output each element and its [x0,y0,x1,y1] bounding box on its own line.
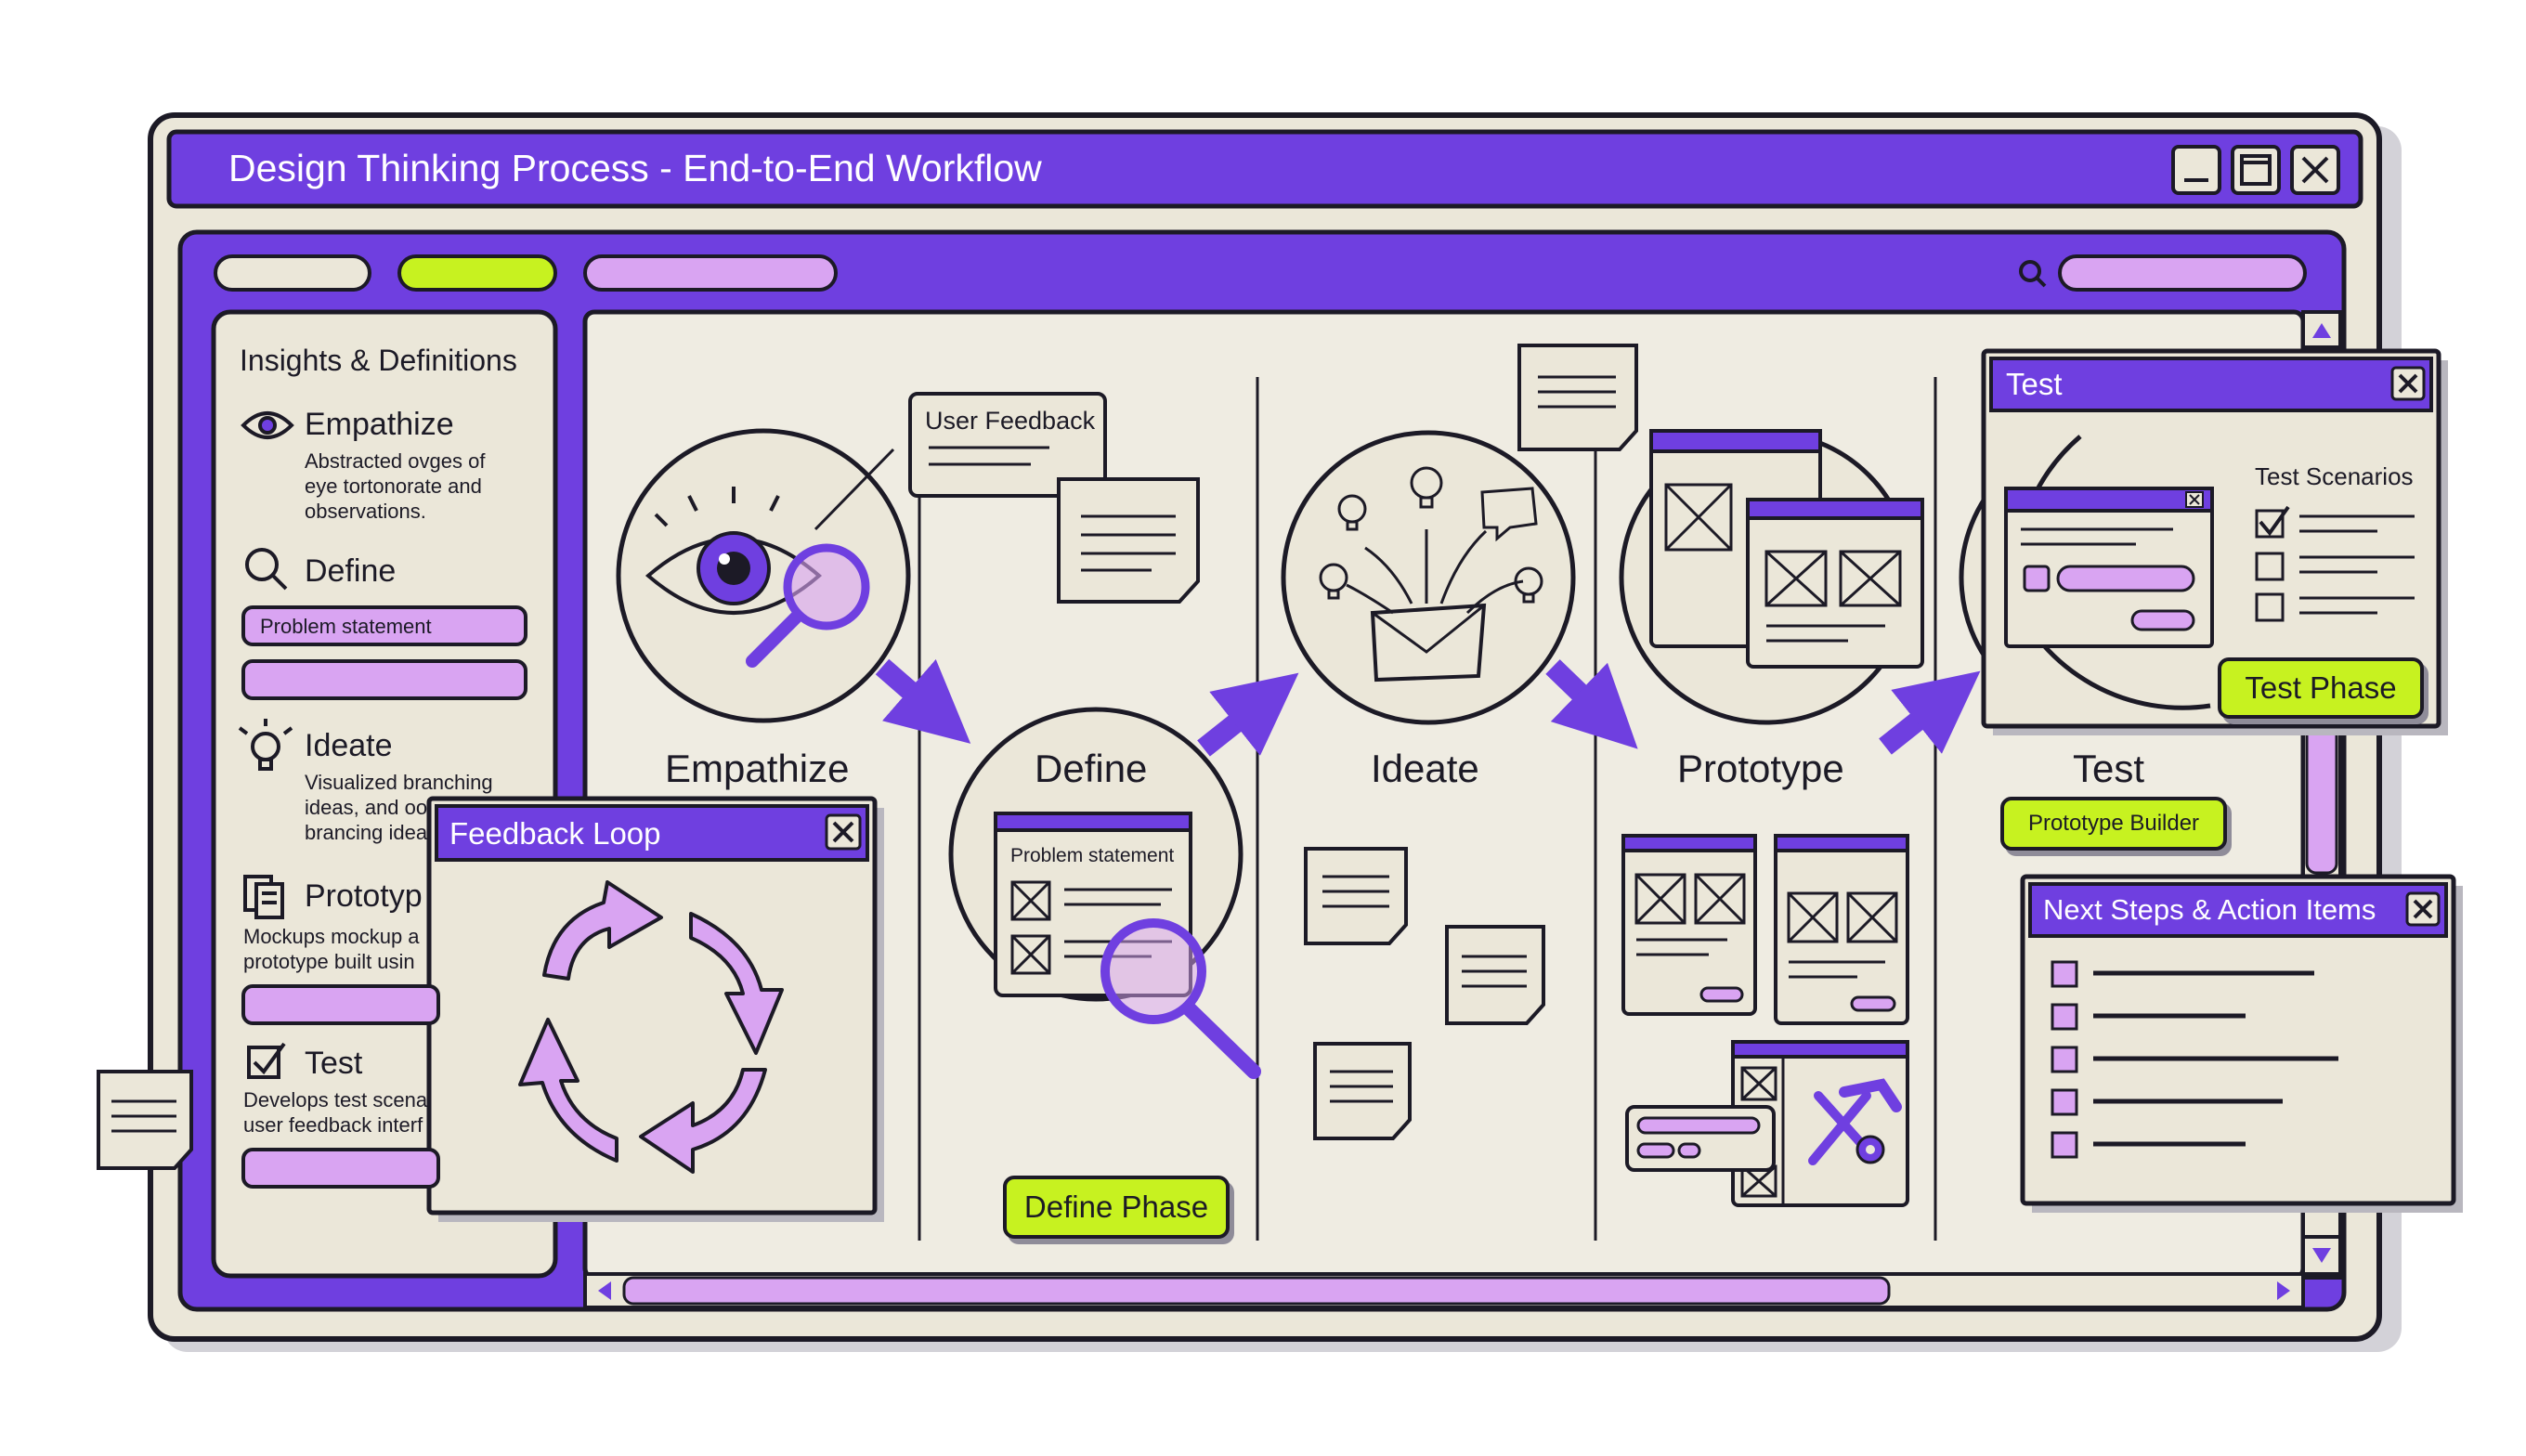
sidebar-desc: user feedback interf [243,1113,423,1137]
next-steps-close-button[interactable] [2407,893,2439,925]
sidebar-heading: Insights & Definitions [240,344,517,377]
sidebar-icons [238,411,294,1079]
maximize-button[interactable] [2233,147,2279,193]
toolbar-tab-1 [214,254,371,292]
sidebar-desc: Mockups mockup a [243,925,420,948]
toolbar-tab-1[interactable] [215,256,370,290]
sidebar-item-ideate[interactable]: Ideate [305,728,393,763]
sidebar-item-test[interactable]: Test [305,1046,363,1081]
window-controls [2171,145,2340,195]
stage-label-ideate: Ideate [1371,747,1479,790]
test-scenario-checkbox[interactable] [2257,511,2283,537]
action-item-checkboxes [2051,960,2338,1159]
title-bar [166,129,2363,209]
search-input[interactable] [2060,256,2305,290]
test-scenario-checkbox[interactable] [2257,594,2283,620]
sidebar-desc: observations. [305,500,426,523]
scroll-up-button[interactable] [2303,312,2340,347]
minimize-button[interactable] [2173,147,2220,193]
search-icon-shape [2019,260,2041,282]
toolbar-tab-2 [397,254,557,292]
sticky-notes [97,344,1638,1170]
prototype-builder-button[interactable]: Prototype Builder [2000,797,2227,851]
action-item-checkbox[interactable] [2052,1090,2077,1114]
next-steps-panel [2020,874,2456,1206]
stage-label-define: Define [1035,747,1148,790]
test-scenarios-label: Test Scenarios [2255,462,2414,490]
sidebar-desc: brancing idea [305,821,428,844]
scroll-down-button[interactable] [2303,1237,2340,1274]
feedback-loop-close-button[interactable] [827,815,860,849]
stage-label-prototype: Prototype [1677,747,1844,790]
sidebar-item-empathize[interactable]: Empathize [305,407,454,442]
horizontal-scroll-thumb[interactable] [624,1278,1889,1304]
action-item-checkbox[interactable] [2052,1005,2077,1029]
toolbar-tab-2[interactable] [399,256,555,290]
toolbar-tab-3 [583,254,838,292]
close-button[interactable] [2292,147,2338,193]
tools-icon [1808,1078,1902,1165]
action-item-checkbox[interactable] [2052,962,2077,986]
search-icon[interactable] [2017,258,2051,292]
user-feedback-note-label: User Feedback [925,407,1096,435]
test-phase-button[interactable]: Test Phase [2218,657,2424,719]
vertical-scroll-thumb[interactable] [2307,353,2337,873]
test-panel-close-button[interactable] [2392,368,2424,399]
scroll-right-button[interactable] [2268,1276,2299,1306]
process-arrows [875,658,1981,757]
problem-statement-doc-label: Problem statement [1010,845,1175,866]
sidebar-desc: eye tortonorate and [305,474,482,498]
sidebar-empty-field[interactable] [243,661,526,698]
cycle-icon [518,880,784,1174]
stage-label-empathize: Empathize [665,747,850,790]
problem-statement-field[interactable]: Problem statement [260,615,432,638]
sidebar-desc: Develops test scena [243,1088,428,1112]
sidebar-desc: Visualized branching [305,771,493,794]
stage-label-test: Test [2073,747,2145,790]
scroll-left-button[interactable] [589,1276,620,1306]
feedback-loop-title: Feedback Loop [449,816,661,851]
define-phase-button[interactable]: Define Phase [1003,1176,1230,1239]
next-steps-title: Next Steps & Action Items [2043,893,2376,926]
action-item-checkbox[interactable] [2052,1047,2077,1072]
search-field [2058,254,2307,292]
sidebar-desc: ideas, and oo [305,796,428,819]
prototype-wireframes [1621,834,1909,1207]
test-panel-title: Test [2006,367,2063,401]
sidebar-desc: prototype built usin [243,950,415,973]
sidebar-desc: Abstracted ovges of [305,449,486,473]
action-item-checkbox[interactable] [2052,1133,2077,1157]
test-scenario-checkboxes [2255,505,2415,622]
window-title: Design Thinking Process - End-to-End Wor… [228,147,1042,189]
test-scenario-checkbox[interactable] [2257,553,2283,579]
toolbar-tab-3[interactable] [585,256,836,290]
sidebar-item-prototype[interactable]: Prototyp [305,878,423,914]
sidebar-item-define[interactable]: Define [305,553,397,589]
user-feedback-note [908,392,1107,498]
